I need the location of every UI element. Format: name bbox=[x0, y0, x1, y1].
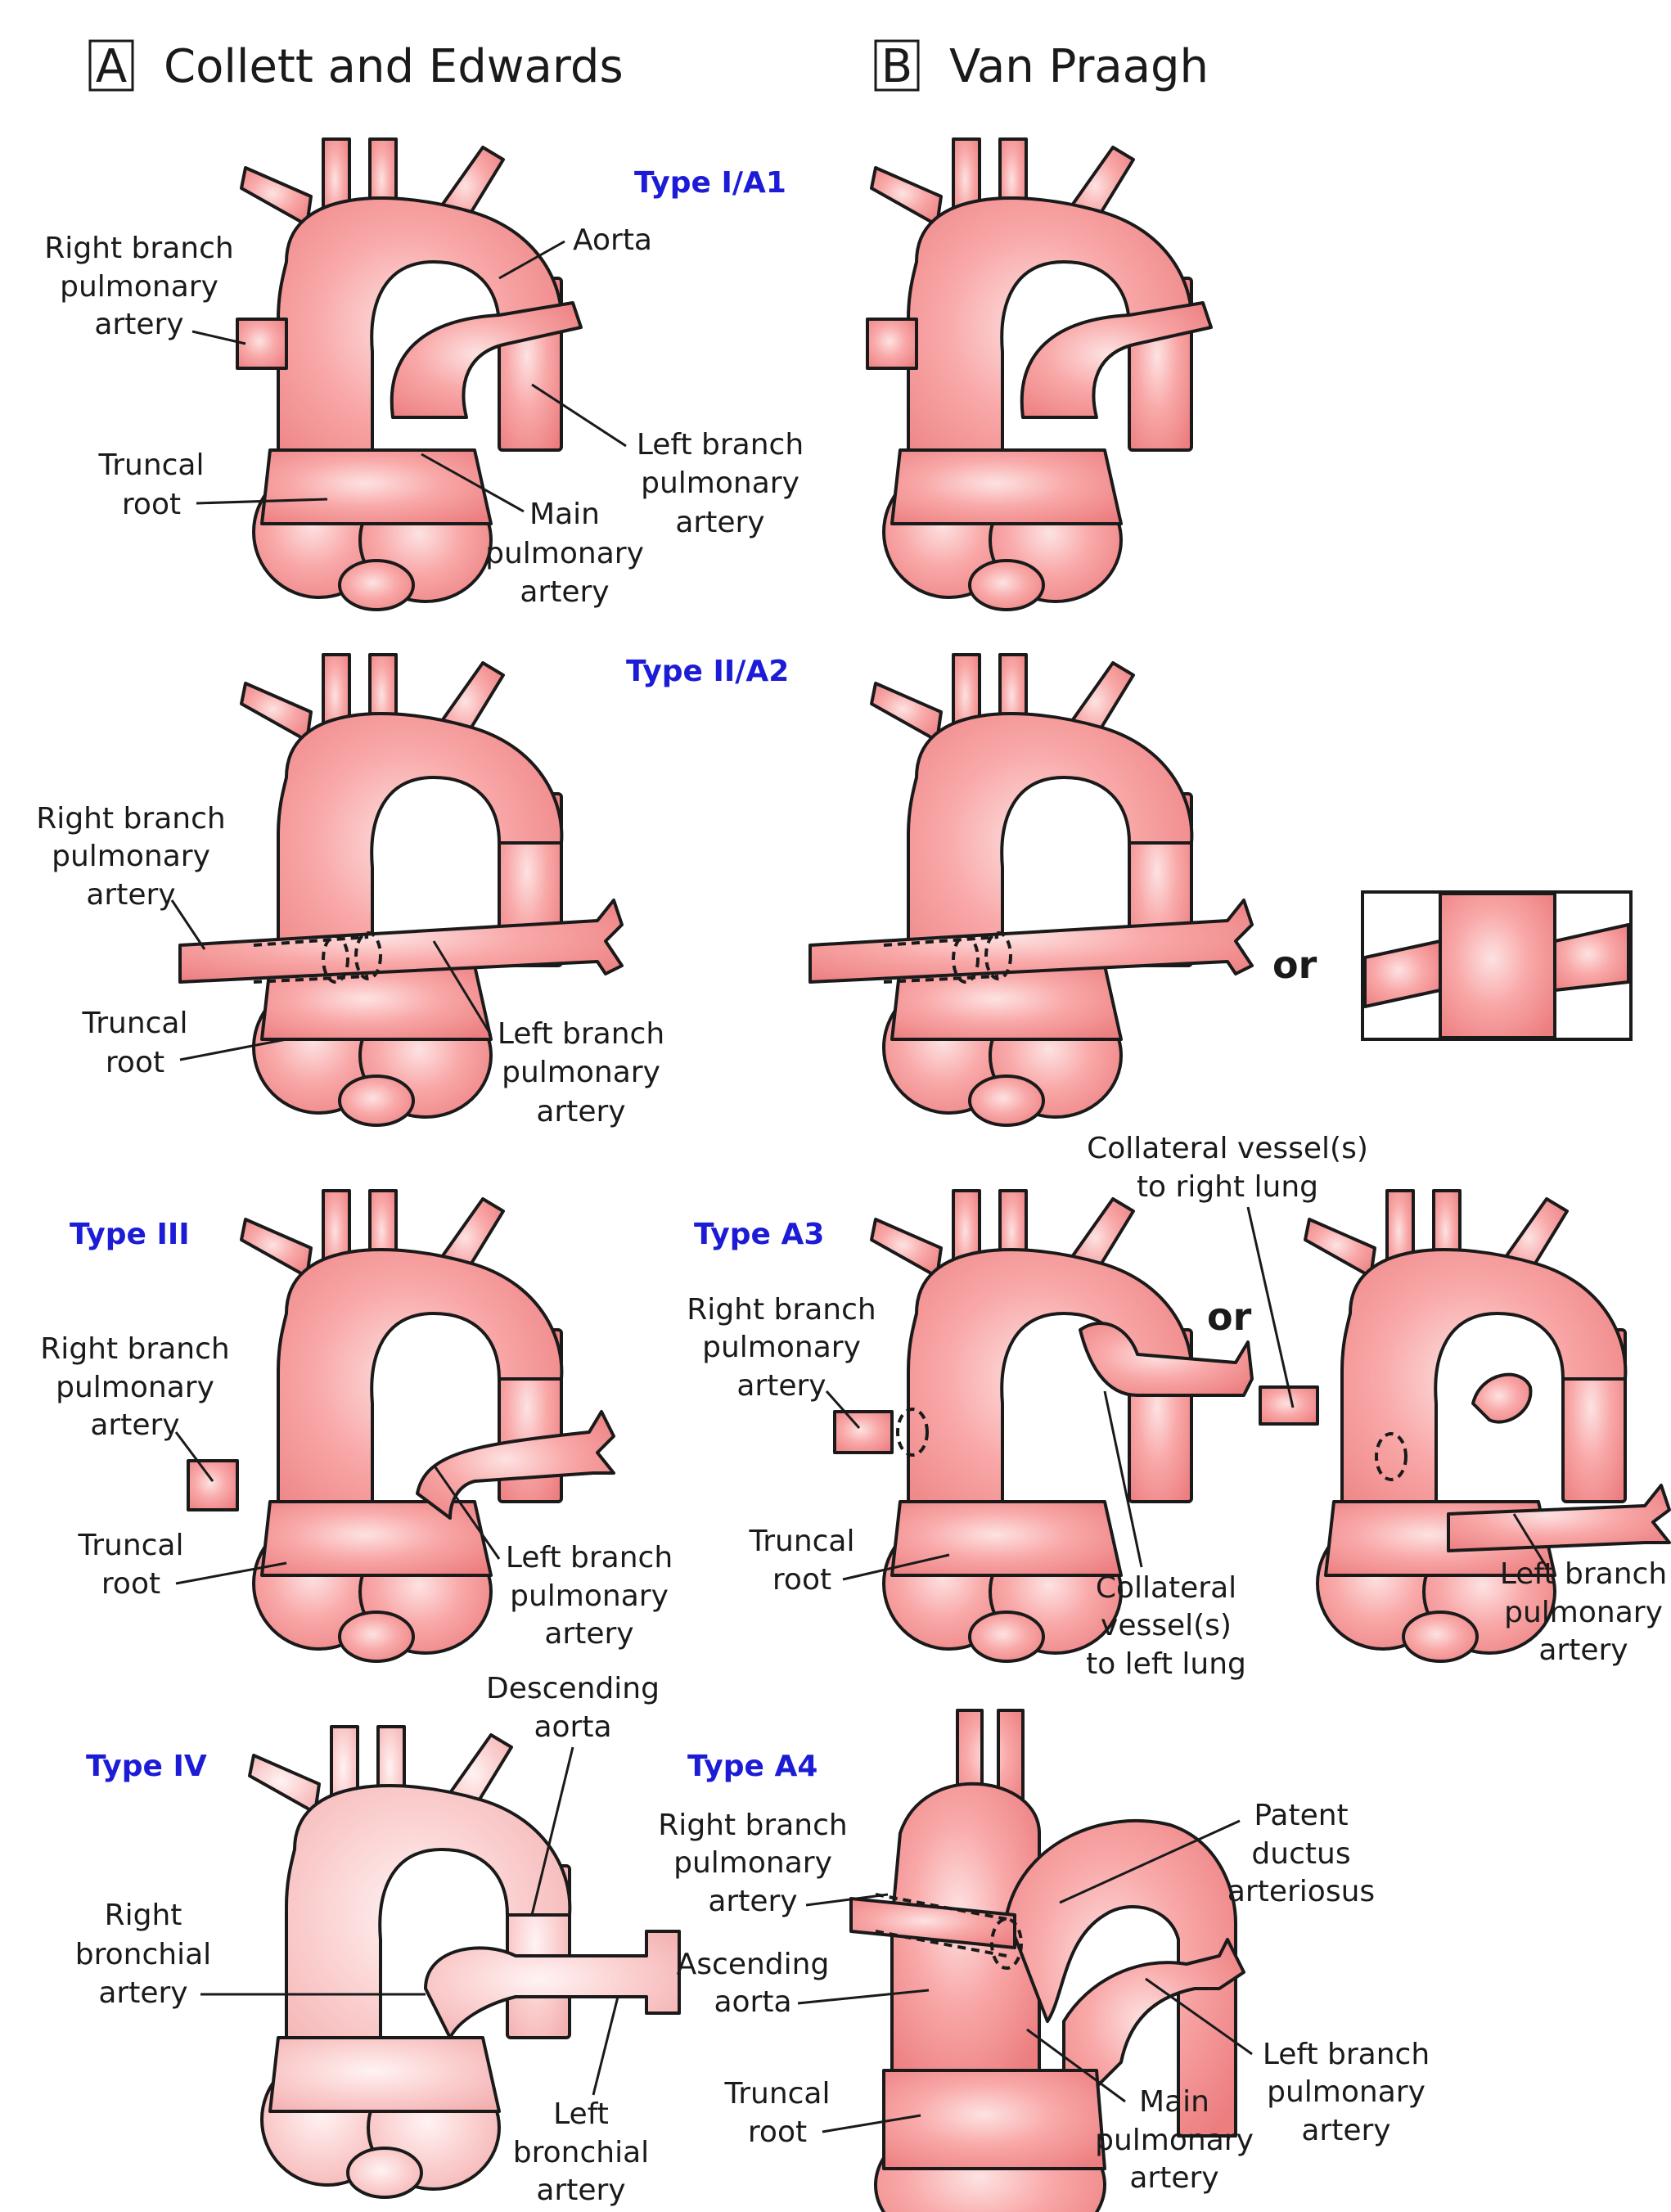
svg-text:artery: artery bbox=[94, 308, 183, 341]
svg-text:arteriosus: arteriosus bbox=[1227, 1875, 1375, 1908]
svg-text:aorta: aorta bbox=[534, 1710, 611, 1744]
svg-text:pulmonary: pulmonary bbox=[502, 1056, 660, 1089]
svg-text:pulmonary: pulmonary bbox=[56, 1371, 214, 1404]
type-label-iv: Type IV bbox=[86, 1750, 207, 1783]
svg-text:pulmonary: pulmonary bbox=[60, 270, 218, 304]
diagram-type-ii-collett bbox=[180, 655, 622, 1125]
svg-text:Left branch: Left branch bbox=[498, 1017, 664, 1051]
svg-text:pulmonary: pulmonary bbox=[1267, 2075, 1426, 2109]
svg-text:Right branch: Right branch bbox=[44, 232, 233, 265]
svg-text:root: root bbox=[748, 2115, 807, 2149]
svg-text:Collateral vessel(s): Collateral vessel(s) bbox=[1087, 1132, 1368, 1165]
type-label-a4: Type A4 bbox=[687, 1750, 817, 1783]
svg-text:Main: Main bbox=[1139, 2085, 1209, 2119]
svg-text:Left branch: Left branch bbox=[1263, 2038, 1430, 2071]
svg-text:Left branch: Left branch bbox=[637, 428, 804, 462]
svg-text:Aorta: Aorta bbox=[573, 223, 652, 257]
label-right-branch-pa-a3: Right branch pulmonary artery bbox=[687, 1293, 876, 1428]
type-label-a3: Type A3 bbox=[694, 1218, 824, 1251]
svg-text:pulmonary: pulmonary bbox=[52, 840, 210, 873]
svg-text:Truncal: Truncal bbox=[749, 1525, 855, 1558]
svg-text:pulmonary: pulmonary bbox=[641, 466, 799, 500]
header-van-praagh: B Van Praagh bbox=[876, 40, 1209, 93]
svg-text:artery: artery bbox=[536, 2174, 625, 2207]
svg-text:vessel(s): vessel(s) bbox=[1101, 1609, 1232, 1642]
svg-text:aorta: aorta bbox=[714, 1985, 791, 2019]
diagram-type-a1-vanpraagh bbox=[867, 139, 1211, 610]
svg-text:bronchial: bronchial bbox=[75, 1938, 211, 1971]
inset-a2-variant bbox=[1362, 892, 1631, 1039]
svg-text:Right branch: Right branch bbox=[658, 1809, 847, 1842]
svg-text:Main: Main bbox=[529, 498, 600, 531]
svg-text:artery: artery bbox=[1538, 1633, 1628, 1667]
type-label-ii-a2: Type II/A2 bbox=[626, 655, 789, 688]
type-label-i-a1: Type I/A1 bbox=[634, 166, 786, 200]
svg-text:Descending: Descending bbox=[486, 1672, 660, 1705]
label-right-branch-pa-3: Right branch pulmonary artery bbox=[40, 1332, 229, 1481]
diagram-type-a2-vanpraagh bbox=[810, 655, 1252, 1125]
svg-text:Right: Right bbox=[105, 1899, 182, 1932]
svg-text:root: root bbox=[106, 1046, 164, 1079]
svg-text:Collateral: Collateral bbox=[1096, 1571, 1236, 1605]
svg-text:Ascending: Ascending bbox=[677, 1948, 830, 1981]
svg-text:artery: artery bbox=[736, 1369, 826, 1403]
svg-text:artery: artery bbox=[90, 1408, 179, 1442]
svg-text:root: root bbox=[101, 1567, 160, 1601]
svg-text:ductus: ductus bbox=[1251, 1837, 1350, 1871]
svg-text:pulmonary: pulmonary bbox=[702, 1331, 861, 1364]
svg-text:pulmonary: pulmonary bbox=[1504, 1596, 1663, 1629]
svg-text:artery: artery bbox=[98, 1976, 187, 2010]
svg-text:artery: artery bbox=[675, 506, 764, 539]
svg-text:pulmonary: pulmonary bbox=[485, 537, 644, 570]
svg-text:Truncal: Truncal bbox=[78, 1529, 184, 1562]
svg-text:Collett and Edwards: Collett and Edwards bbox=[164, 40, 624, 93]
svg-text:to right lung: to right lung bbox=[1137, 1170, 1318, 1204]
svg-text:artery: artery bbox=[536, 1095, 625, 1129]
svg-text:pulmonary: pulmonary bbox=[1095, 2124, 1254, 2157]
svg-text:pulmonary: pulmonary bbox=[510, 1579, 669, 1613]
svg-text:Right branch: Right branch bbox=[36, 802, 225, 836]
diagram-type-iv-collett bbox=[250, 1727, 679, 2197]
svg-text:B: B bbox=[881, 40, 912, 93]
header-collett-edwards: A Collett and Edwards bbox=[90, 40, 624, 93]
svg-text:Truncal: Truncal bbox=[82, 1007, 188, 1040]
svg-text:artery: artery bbox=[1129, 2161, 1218, 2195]
svg-text:Left branch: Left branch bbox=[1500, 1557, 1667, 1591]
or-connector-row2: or bbox=[1272, 943, 1317, 987]
svg-text:Patent: Patent bbox=[1254, 1799, 1348, 1832]
svg-text:Right branch: Right branch bbox=[40, 1332, 229, 1366]
svg-text:Truncal: Truncal bbox=[724, 2077, 831, 2111]
svg-text:to left lung: to left lung bbox=[1086, 1647, 1246, 1681]
svg-text:artery: artery bbox=[1301, 2114, 1390, 2147]
type-label-iii: Type III bbox=[70, 1218, 190, 1251]
svg-text:A: A bbox=[96, 40, 127, 93]
label-right-branch-pa-2: Right branch pulmonary artery bbox=[36, 802, 225, 949]
svg-text:artery: artery bbox=[86, 878, 175, 912]
svg-text:Left branch: Left branch bbox=[506, 1541, 673, 1575]
svg-text:root: root bbox=[122, 488, 181, 521]
svg-text:Van Praagh: Van Praagh bbox=[949, 40, 1209, 93]
svg-text:artery: artery bbox=[520, 575, 609, 609]
svg-text:Left: Left bbox=[553, 2097, 609, 2131]
label-right-branch-pa-1: Right branch pulmonary artery bbox=[44, 232, 245, 344]
or-connector-row3: or bbox=[1207, 1295, 1252, 1339]
svg-text:root: root bbox=[772, 1563, 831, 1597]
svg-text:artery: artery bbox=[544, 1617, 633, 1651]
svg-text:bronchial: bronchial bbox=[513, 2136, 649, 2169]
svg-text:artery: artery bbox=[708, 1885, 797, 1918]
svg-text:Right branch: Right branch bbox=[687, 1293, 876, 1327]
svg-text:Truncal: Truncal bbox=[98, 448, 205, 482]
svg-text:pulmonary: pulmonary bbox=[673, 1846, 832, 1880]
